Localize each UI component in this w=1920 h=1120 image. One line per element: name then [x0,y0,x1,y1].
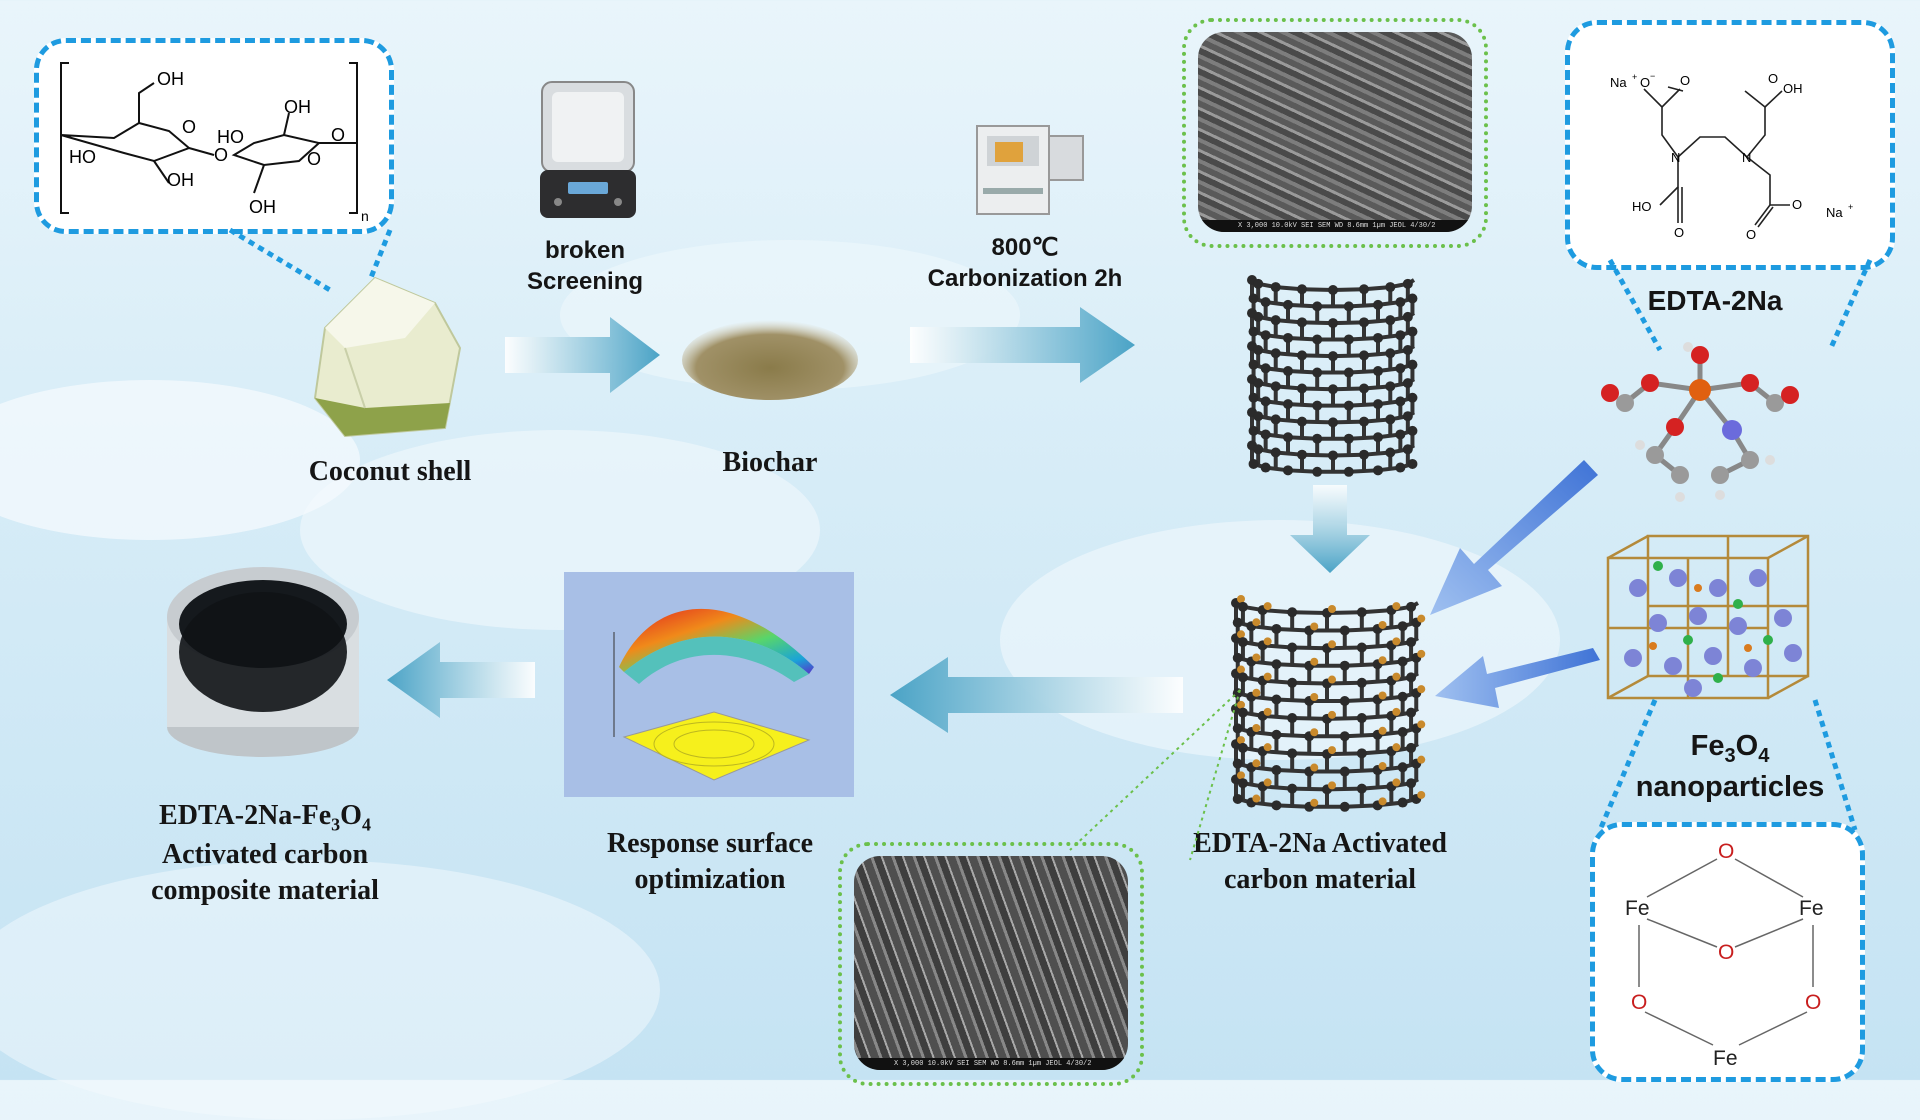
fe3o4-o-top: O [1718,840,1734,863]
edta-o-2: O [1768,71,1778,86]
fe3o4-crystal-lattice [1606,534,1810,700]
fe3o4-fe-right: Fe [1799,897,1824,920]
fe3o4-sub-4: 4 [1758,744,1770,767]
flow-arrow-2 [910,307,1135,383]
furnace-image [975,118,1095,218]
activated-label-line2: carbon material [1223,864,1417,896]
sem-bottom-connector [1069,689,1241,861]
cellulose-ring-o-1: O [182,117,196,137]
rsm-label-line2: optimization [634,864,786,896]
sem-image-bottom: X 3,000 10.0kV SEI SEM WD 8.6mm 1µm JEOL… [854,856,1128,1070]
edta-na-1: Na [1610,75,1627,90]
down-arrow [1290,485,1370,573]
cellulose-oh-3: OH [167,170,194,190]
fe3o4-o-mid: O [1718,941,1734,964]
fe3o4-fe-left: Fe [1625,897,1650,920]
fe3o4-o-right: O [1805,991,1821,1014]
edta-na-2-charge: + [1848,202,1853,212]
edta-o-minus-1: O [1640,75,1650,90]
edta-structure: Na + O − O O OH N N HO O O O Na + [1610,71,1853,242]
fe3o4-fe: Fe [1690,730,1725,762]
coconut-shell-image [305,268,465,443]
edta-o-3: O [1674,225,1684,240]
fe3o4-o: O [1735,730,1759,762]
carbon-nanotube [1247,275,1418,477]
composite-formula-o: O [340,800,362,831]
edta-na-1-charge: + [1632,72,1637,82]
cellulose-oh-1: OH [157,69,184,89]
biochar-label: Biochar [722,447,818,478]
biochar-pile-image [680,300,860,400]
temperature-label: 800℃ [991,234,1059,261]
activated-label-line1: EDTA-2Na Activated [1193,828,1447,859]
cellulose-structure-box: OH HO OH HO OH OH O O O O n [34,38,394,234]
carbonization-label: Carbonization 2h [927,265,1123,293]
coconut-shell-label: Coconut shell [308,456,472,487]
edta-connector [1607,258,1873,352]
composite-material-image [158,562,368,762]
cellulose-n: n [361,208,369,224]
reagent-arrow-fe3o4 [1435,648,1600,708]
cellulose-end-o: O [331,125,345,145]
sem-scale-bottom: X 3,000 10.0kV SEI SEM WD 8.6mm 1µm JEOL… [854,1058,1128,1070]
edta-minus-sign: − [1650,71,1655,81]
cellulose-oh-6: OH [249,197,276,217]
screening-label: Screening [526,268,644,296]
sem-image-top: X 3,000 10.0kV SEI SEM WD 8.6mm 1µm JEOL… [1198,32,1472,232]
response-surface-plot [564,572,854,797]
reagent-arrow-edta [1430,460,1598,615]
fe3o4-sub-3: 3 [1724,744,1736,767]
fe3o4-o-left: O [1631,991,1647,1014]
cellulose-structure: OH HO OH HO OH OH O O O O n [60,62,369,224]
edta-n-2: N [1742,150,1751,165]
edta-oh-1: OH [1783,81,1803,96]
cellulose-oh-5: OH [284,97,311,117]
sem-image-bottom-frame: X 3,000 10.0kV SEI SEM WD 8.6mm 1µm JEOL… [838,842,1144,1086]
edta-na-2: Na [1826,205,1843,220]
fe3o4-structure: O Fe Fe O O O Fe [1625,840,1824,1070]
composite-label-line3: composite material [151,875,379,907]
flow-arrow-1 [505,317,660,393]
sem-scale-top: X 3,000 10.0kV SEI SEM WD 8.6mm 1µm JEOL… [1198,220,1472,232]
composite-label-line2: Activated carbon [161,838,369,870]
fe3o4-nanoparticles-label: nanoparticles [1635,770,1825,803]
edta-molecule-model [1601,342,1799,502]
flow-arrow-4 [387,642,535,718]
cellulose-link-o: O [214,145,228,165]
edta-o-minus-2: O [1792,197,1802,212]
decorated-nanotube [1231,595,1426,812]
edta-o-4: O [1746,227,1756,242]
edta-o-1: O [1680,73,1690,88]
cellulose-oh-2: HO [69,147,96,167]
cellulose-ring-o-2: O [307,149,321,169]
edta-structure-box: Na + O − O O OH N N HO O O O Na + [1565,20,1895,270]
cellulose-oh-4: HO [217,127,244,147]
fe3o4-structure-box: O Fe Fe O O O Fe [1590,822,1865,1082]
blender-image [528,72,648,222]
cellulose-connector [228,227,393,293]
edta-ho: HO [1632,199,1652,214]
composite-formula-edta-fe: EDTA-2Na-Fe [159,800,332,831]
broken-label: broken [544,237,625,264]
edta-n-1: N [1671,150,1680,165]
composite-sub-3: 3 [331,814,341,835]
composite-label-line1: EDTA-2Na-Fe3O4 [115,798,415,837]
rsm-label-line1: Response surface [606,828,814,859]
fe3o4-fe-bottom: Fe [1713,1047,1738,1070]
fe3o4-connector [1597,699,1858,831]
flow-arrow-3 [890,657,1183,733]
sem-image-top-frame: X 3,000 10.0kV SEI SEM WD 8.6mm 1µm JEOL… [1182,18,1488,248]
edta-label: EDTA-2Na [1647,285,1783,316]
composite-sub-4: 4 [361,814,371,835]
fe3o4-formula: Fe3O4 [1600,728,1860,769]
